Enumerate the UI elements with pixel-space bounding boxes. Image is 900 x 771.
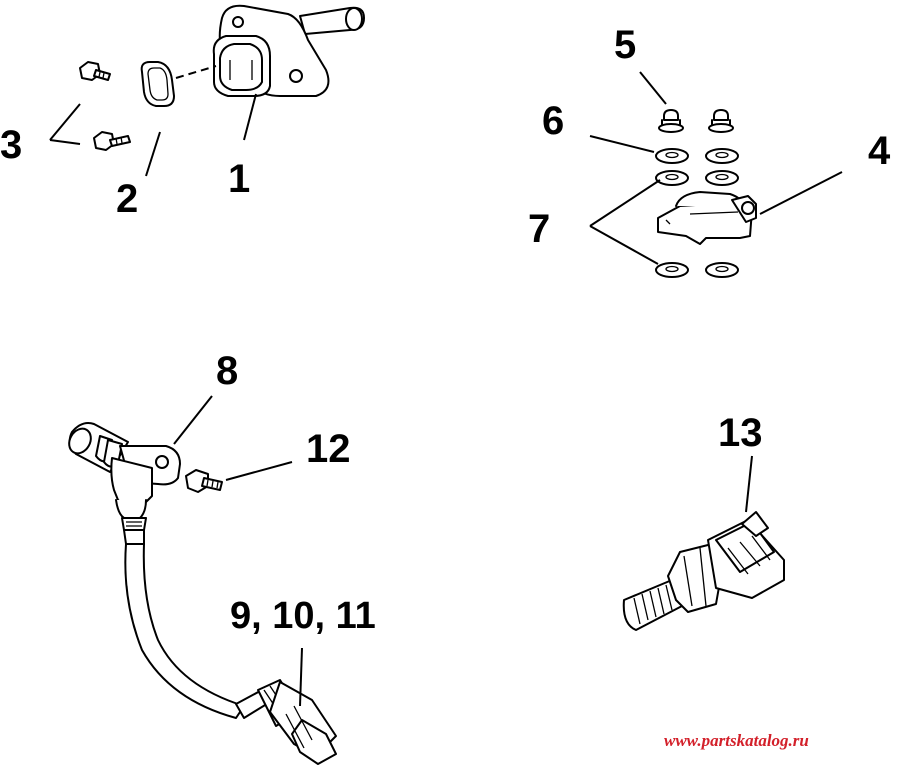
- callout-2: 2: [116, 177, 138, 221]
- leader-1: [243, 93, 257, 141]
- part-1-sensor-housing: [212, 4, 365, 97]
- leader-6: [589, 135, 655, 153]
- callout-12: 12: [306, 427, 351, 471]
- leader-7-upper: [589, 179, 661, 227]
- leader-7-lower: [589, 225, 659, 265]
- part-4-sensor-bracket: [657, 191, 757, 245]
- leader-13: [745, 455, 753, 513]
- part-7-washers-lower: [655, 262, 739, 278]
- leader-3-lower: [49, 139, 81, 145]
- callout-1: 1: [228, 157, 250, 201]
- leader-4: [759, 171, 843, 215]
- part-3-screw-lower: [93, 131, 131, 151]
- callout-5: 5: [614, 23, 636, 67]
- part-6-washers: [655, 148, 739, 164]
- callout-9-10-11: 9, 10, 11: [230, 595, 376, 637]
- callout-13: 13: [718, 411, 763, 455]
- leader-9-10-11: [299, 647, 303, 707]
- callout-7: 7: [528, 207, 550, 251]
- part-2-o-ring: [140, 61, 175, 107]
- sensor-cable: [121, 517, 245, 719]
- part-7-washers-upper: [655, 170, 739, 186]
- callout-6: 6: [542, 99, 564, 143]
- leader-12: [225, 461, 293, 481]
- part-5-bushing-left: [658, 109, 684, 133]
- part-8-position-sensor: [68, 422, 181, 519]
- part-12-screw: [185, 469, 223, 493]
- part-5-bushing-right: [708, 109, 734, 133]
- assembly-dashed-line: [175, 65, 217, 79]
- part-9-10-11-connector: [235, 679, 337, 765]
- callout-3: 3: [0, 123, 22, 167]
- leader-2: [145, 131, 161, 177]
- callout-8: 8: [216, 349, 238, 393]
- leader-lines: [49, 71, 843, 707]
- leader-8: [173, 395, 213, 445]
- leader-5: [639, 71, 667, 105]
- leader-3-upper: [49, 103, 81, 141]
- watermark-text: www.partskatalog.ru: [664, 731, 809, 750]
- callout-4: 4: [868, 129, 891, 173]
- part-13-temperature-sensor: [622, 511, 785, 631]
- part-3-screw-upper: [79, 61, 111, 81]
